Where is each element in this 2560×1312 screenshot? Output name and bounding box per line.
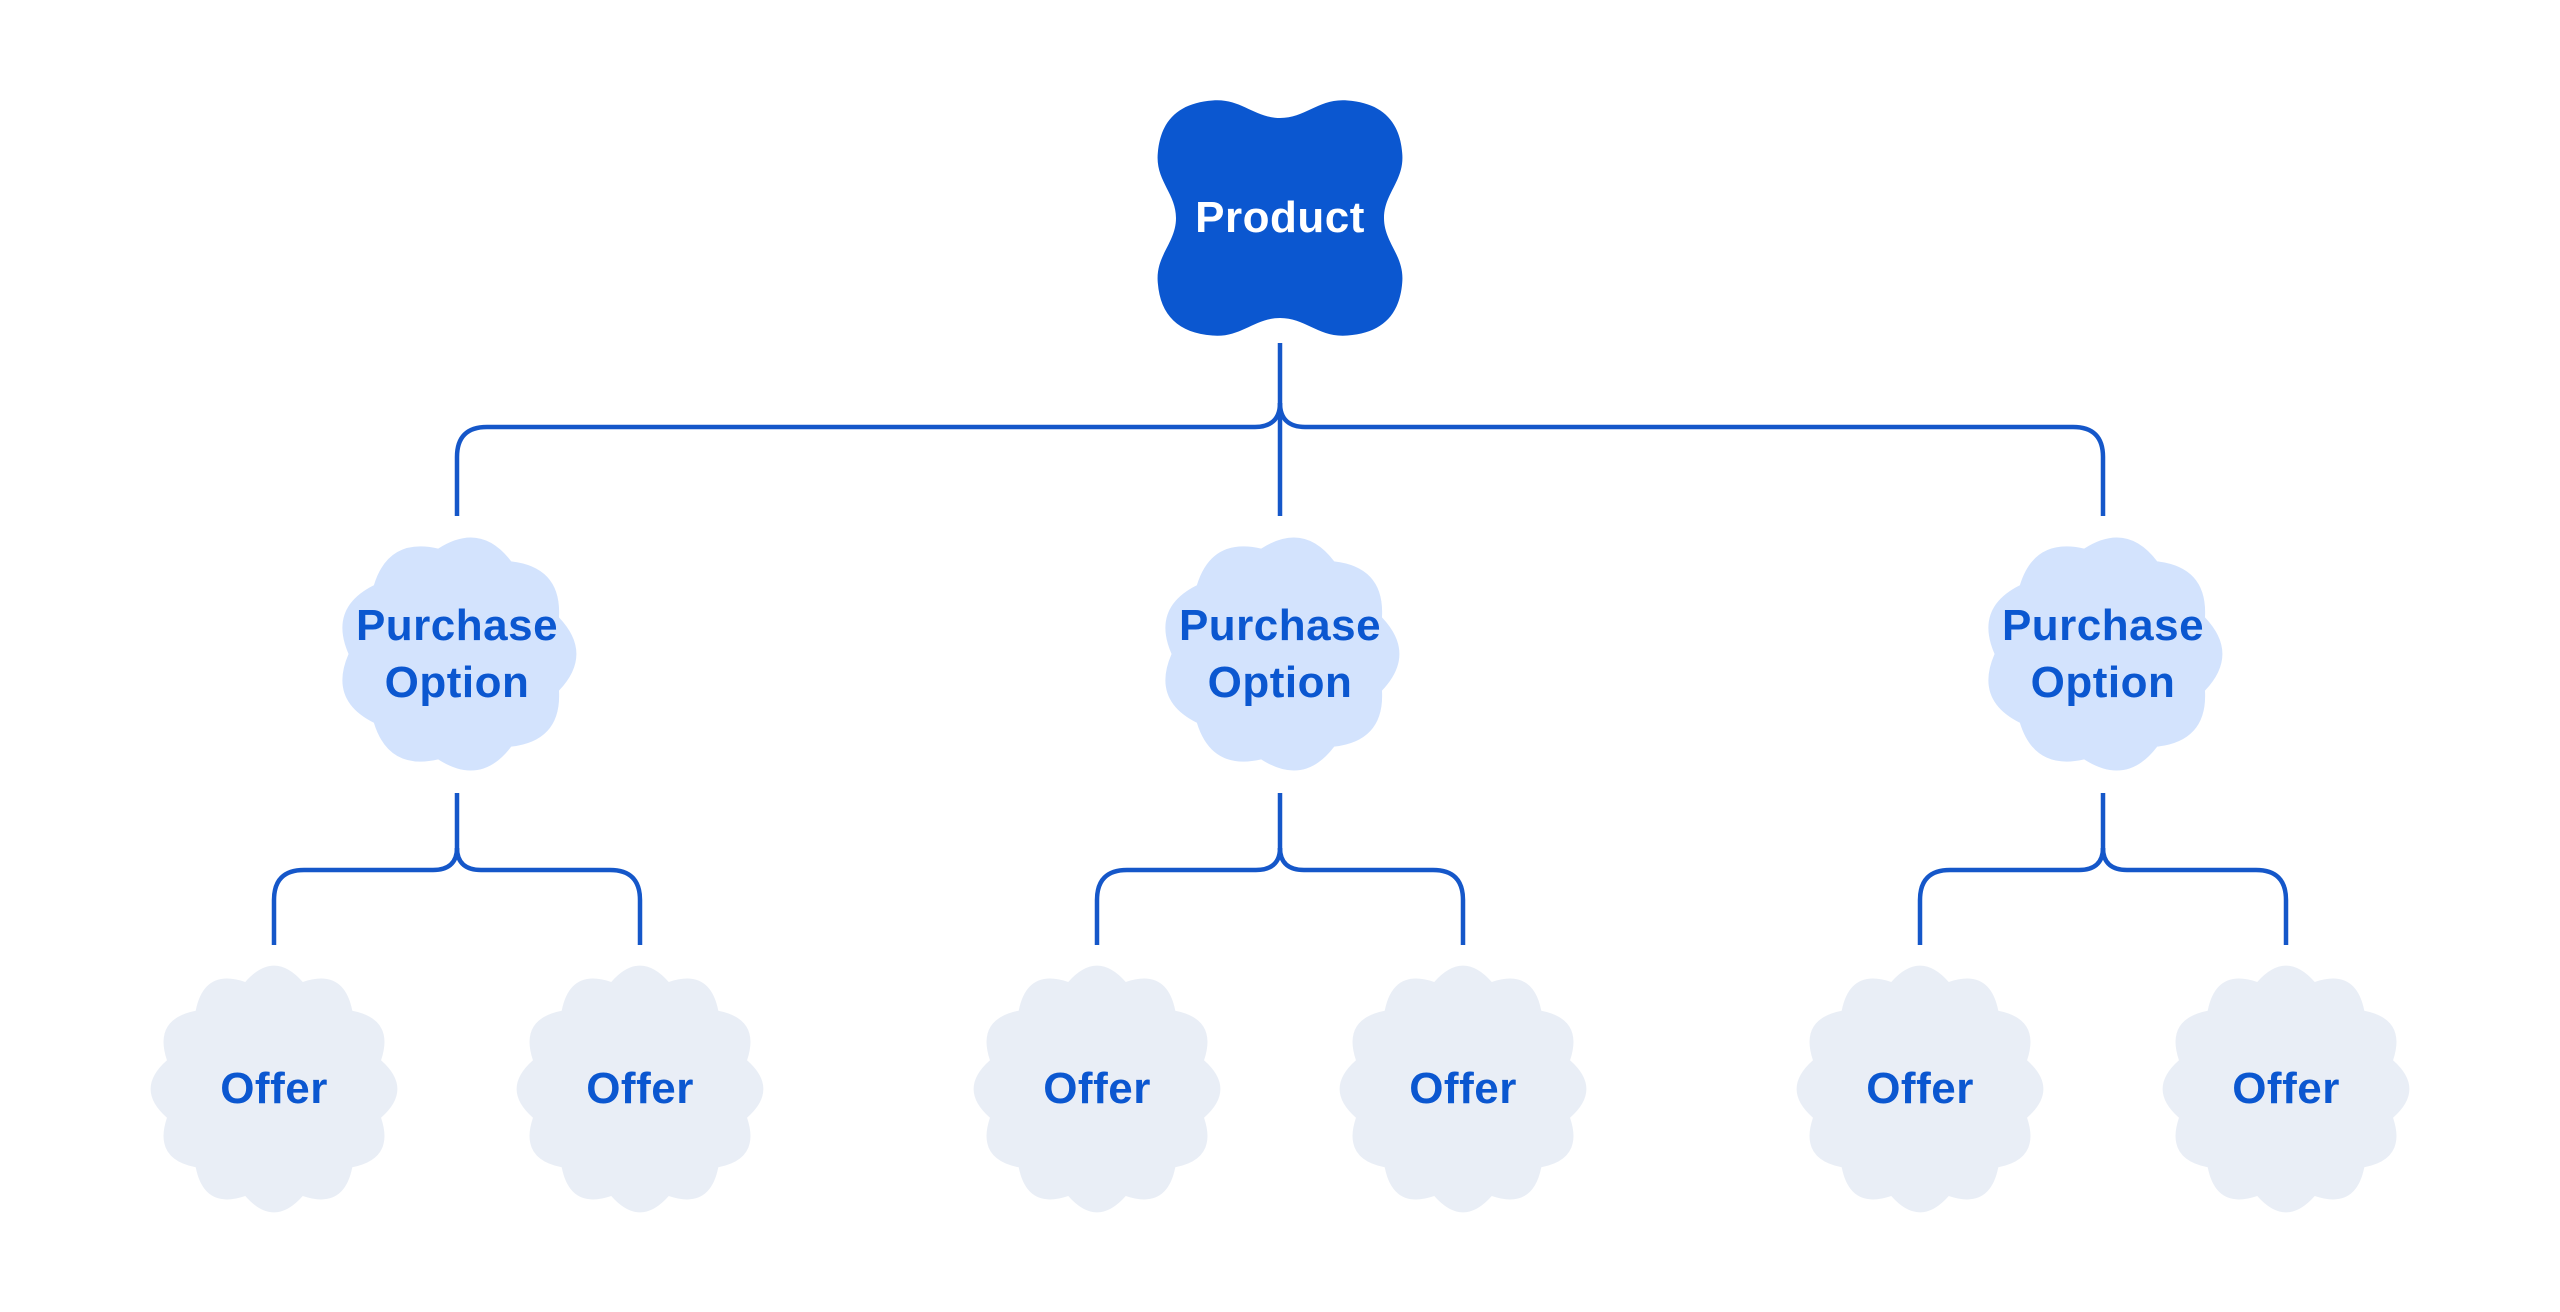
connector-branch-left — [1917, 847, 2106, 945]
product-blob-shape — [1157, 100, 1403, 336]
offer-label: Offer — [1409, 1064, 1517, 1114]
offer-blob-shape — [1796, 965, 2044, 1213]
purchase-option-label: Purchase Option — [355, 600, 559, 707]
offer-node-2: Offer — [495, 944, 785, 1234]
connector-top-rail-right — [1277, 402, 2106, 516]
connector-top-rail-left — [454, 402, 1283, 516]
offer-label: Offer — [2232, 1064, 2340, 1114]
offer-blob-shape — [973, 965, 1221, 1213]
connector-branch-right — [1277, 847, 1466, 945]
offer-blob-shape — [2162, 965, 2410, 1213]
product-node: Product — [1150, 93, 1410, 343]
offer-label: Offer — [1866, 1064, 1974, 1114]
offer-blob-shape — [150, 965, 398, 1213]
purchase-option-blob-shape — [342, 537, 577, 771]
purchase-option-node-2: Purchase Option — [1138, 514, 1422, 794]
offer-node-6: Offer — [2141, 944, 2431, 1234]
connector-branch-left — [1094, 847, 1283, 945]
offer-node-4: Offer — [1318, 944, 1608, 1234]
connector-branch-left — [271, 847, 460, 945]
purchase-option-blob-shape — [1988, 537, 2223, 771]
product-label: Product — [1195, 193, 1365, 243]
offer-blob-shape — [1339, 965, 1587, 1213]
offer-node-3: Offer — [952, 944, 1242, 1234]
connector-branch-right — [454, 847, 643, 945]
connector-branch-right — [2100, 847, 2289, 945]
purchase-option-label: Purchase Option — [1178, 600, 1382, 707]
purchase-option-blob-shape — [1165, 537, 1400, 771]
offer-label: Offer — [1043, 1064, 1151, 1114]
offer-label: Offer — [220, 1064, 328, 1114]
offer-blob-shape — [516, 965, 764, 1213]
purchase-option-label: Purchase Option — [2001, 600, 2205, 707]
offer-label: Offer — [586, 1064, 694, 1114]
purchase-option-node-1: Purchase Option — [315, 514, 599, 794]
purchase-option-node-3: Purchase Option — [1961, 514, 2245, 794]
offer-node-5: Offer — [1775, 944, 2065, 1234]
offer-node-1: Offer — [129, 944, 419, 1234]
